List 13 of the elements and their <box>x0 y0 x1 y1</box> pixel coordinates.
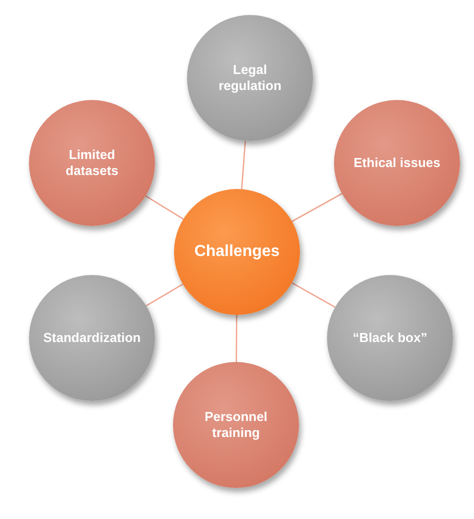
connector-line <box>145 195 184 220</box>
circle-label: Personnel training <box>204 408 268 442</box>
connector-line <box>292 282 336 308</box>
circle-label: Limited datasets <box>64 146 120 180</box>
circle-label: Legal regulation <box>218 62 282 94</box>
connector-line <box>241 140 246 190</box>
circle-label: Standardization <box>43 330 141 346</box>
connector-line <box>292 193 342 222</box>
connector-line <box>236 315 238 362</box>
circle-label: Ethical issues <box>354 154 440 172</box>
circle-label: “Black box” <box>352 330 428 346</box>
connector-line <box>146 284 184 306</box>
circle-label: Challenges <box>194 242 280 262</box>
